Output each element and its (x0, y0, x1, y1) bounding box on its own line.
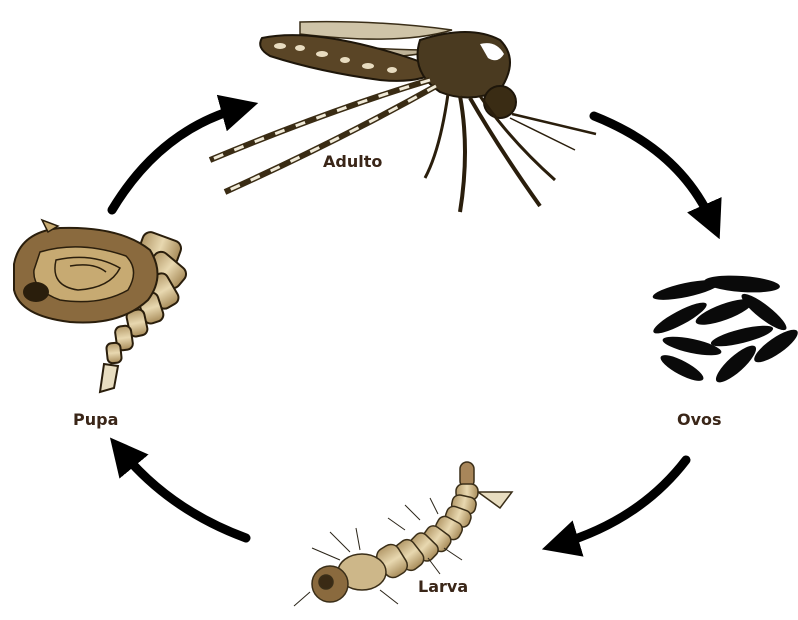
pupa-icon (14, 220, 189, 392)
cycle-arrows (112, 108, 712, 544)
stage-label-pupa: Pupa (73, 410, 118, 429)
arrow-larva-to-pupa (122, 452, 246, 538)
mosquito-adult-icon (210, 22, 596, 212)
larva-icon (294, 462, 512, 606)
arrow-pupa-to-adulto (112, 108, 240, 210)
eggs-icon (650, 273, 798, 387)
stage-label-adulto: Adulto (323, 152, 382, 171)
arrow-adulto-to-ovos (594, 116, 712, 222)
stage-label-ovos: Ovos (677, 410, 722, 429)
arrow-ovos-to-larva (560, 460, 686, 544)
stage-label-larva: Larva (418, 577, 468, 596)
